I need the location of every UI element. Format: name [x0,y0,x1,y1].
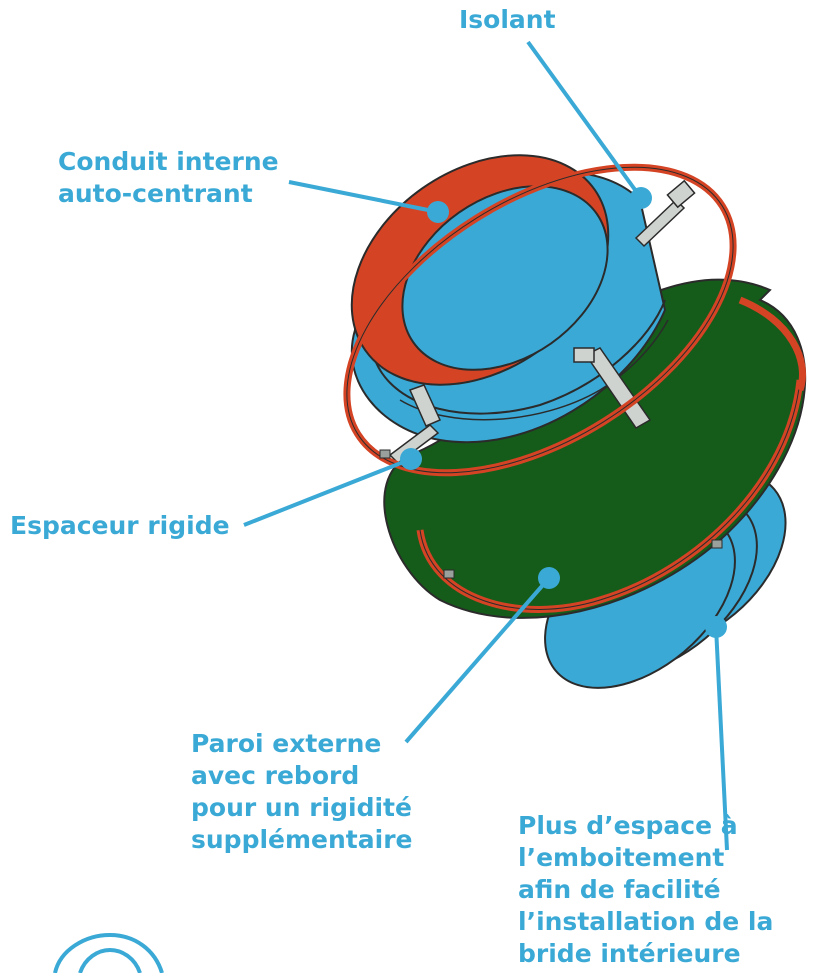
leader-conduit [288,180,439,214]
dot-isolant [630,187,652,209]
leader-plus [714,626,729,851]
label-plus-line-1: Plus d’espace à [518,811,738,840]
label-paroi-externe: Paroi externe avec rebord pour un rigidi… [191,728,412,856]
leader-dots [400,187,727,638]
label-paroi-line-3: pour un rigidité [191,793,412,822]
spacers [388,179,696,464]
label-espaceur-rigide: Espaceur rigide [10,510,230,542]
label-conduit-line-1: Conduit interne [58,147,279,176]
label-conduit-line-2: auto-centrant [58,179,253,208]
leader-espaceur [243,457,412,527]
label-conduit-interne: Conduit interne auto-centrant [58,146,279,210]
label-plus-line-3: afin de facilité [518,875,721,904]
label-paroi-line-2: avec rebord [191,761,360,790]
leader-lines [243,40,729,851]
logo-partial [53,932,164,974]
inner-duct-top-rim [350,154,610,386]
dot-plus [705,616,727,638]
label-plus-line-4: l’installation de la [518,907,774,936]
leader-paroi [404,576,551,744]
screws [379,449,723,579]
dot-conduit [427,201,449,223]
label-isolant: Isolant [459,4,556,36]
leader-isolant [526,40,643,200]
label-plus-line-5: bride intérieure [518,939,741,968]
label-paroi-line-1: Paroi externe [191,729,382,758]
label-paroi-line-4: supplémentaire [191,825,413,854]
dot-espaceur [400,448,422,470]
label-isolant-line: Isolant [459,5,556,34]
label-plus-line-2: l’emboitement [518,843,725,872]
label-plus-espace: Plus d’espace à l’emboitement afin de fa… [518,810,773,970]
label-espaceur-line: Espaceur rigide [10,511,230,540]
dot-paroi [538,567,560,589]
outer-wall-front-rim [343,163,737,477]
